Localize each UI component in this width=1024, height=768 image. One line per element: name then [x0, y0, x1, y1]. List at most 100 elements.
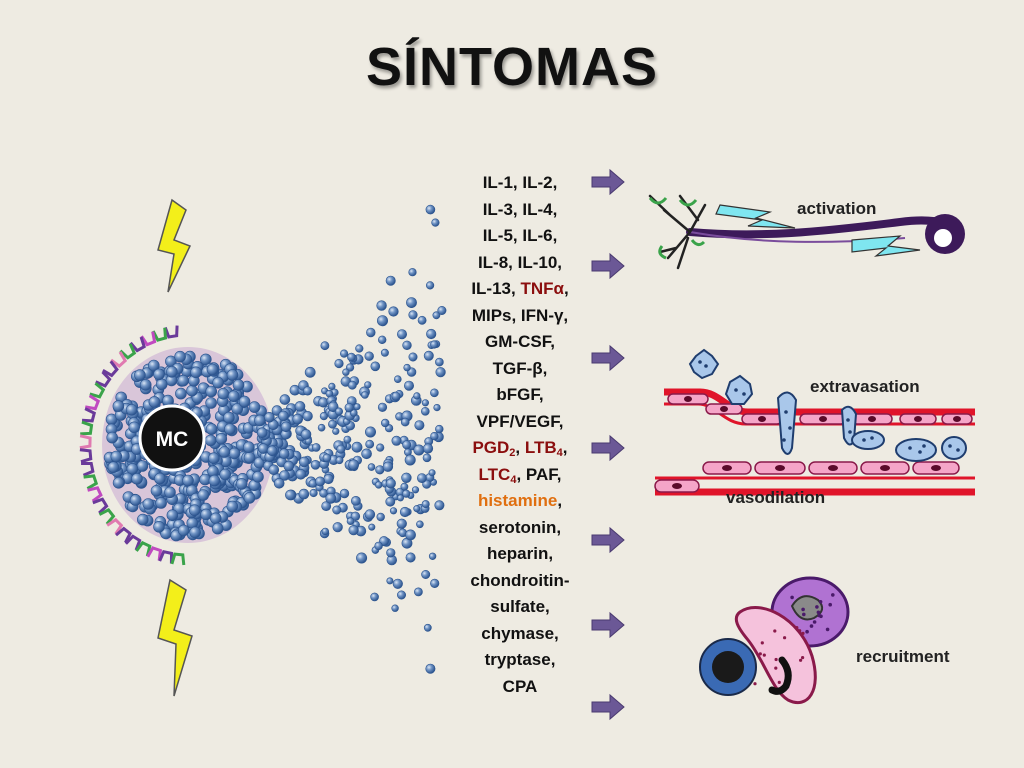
mast-cell: MC [102, 347, 274, 543]
receptor-fringe [79, 325, 186, 566]
effect-arrow-icon [591, 693, 625, 721]
mediator-text: chondroitin- [470, 570, 570, 590]
receptor-icon [129, 336, 146, 353]
receptor-icon [79, 434, 92, 450]
receptor-icon [83, 474, 99, 490]
mediator-text: , [563, 279, 569, 298]
mediator-line: MIPs, IFN-γ, [440, 303, 600, 330]
mediator-line: IL-1, IL-2, [440, 170, 600, 197]
receptor-icon [163, 325, 179, 339]
receptor-icon [146, 546, 163, 561]
mast-cell-label: MC [156, 428, 189, 451]
effect-arrow-icon [591, 434, 625, 462]
receptor-icon [81, 407, 97, 423]
mediator-text: , PAF, [516, 464, 562, 484]
mediator-text: histamine [477, 491, 558, 510]
receptor-icon [140, 331, 157, 347]
mediator-line: sulfate, [440, 594, 600, 621]
mediator-text: GM-CSF, [485, 332, 555, 351]
effect-arrow-icon [591, 344, 625, 372]
recruitment-label: recruitment [856, 647, 950, 666]
mediator-line: IL-5, IL-6, [440, 223, 600, 250]
mediator-text: 4 [556, 447, 563, 459]
mediator-text: , [562, 438, 568, 457]
mediator-text: IL-5, IL-6, [482, 226, 558, 245]
mediator-text: IL-1, IL-2, [482, 173, 558, 192]
neuron-illustration [648, 194, 965, 270]
receptor-icon [98, 508, 116, 525]
mediator-line: IL-13, TNFα, [440, 276, 600, 303]
receptor-icon [102, 360, 119, 378]
mediator-text: tryptase, [484, 650, 556, 669]
mediator-line: chondroitin- [440, 568, 600, 595]
receptor-icon [170, 552, 186, 566]
mediator-text: PGD [472, 438, 510, 457]
mediator-text: IL-8, IL-10, [477, 252, 563, 272]
receptor-icon [81, 461, 95, 477]
receptor-icon [124, 534, 142, 551]
receptor-icon [87, 486, 103, 503]
mediator-list: IL-1, IL-2, IL-3, IL-4, IL-5, IL-6, IL-8, I… [440, 170, 600, 700]
receptor-icon [115, 526, 132, 544]
mediator-text: heparin, [486, 544, 554, 563]
mediator-text: , [557, 491, 563, 510]
mediator-text: , [515, 438, 525, 457]
vasodilation-label: vasodilation [726, 488, 825, 507]
mediator-text: LTC [478, 464, 511, 484]
mediator-text: VPF/VEGF, [476, 411, 564, 431]
mediator-text: TGF-β, [492, 358, 548, 378]
mediator-line: CPA [440, 674, 600, 701]
mediator-line: IL-3, IL-4, [440, 197, 600, 224]
mediator-line: IL-8, IL-10, [440, 250, 600, 277]
mediator-text: TNFα [520, 279, 564, 298]
receptor-icon [84, 394, 101, 411]
receptor-icon [95, 370, 112, 388]
mediator-text: 4 [510, 473, 517, 486]
mediator-line: TGF-β, [440, 356, 600, 383]
receptor-icon [135, 540, 152, 557]
mediator-text: IL-3, IL-4, [482, 199, 558, 219]
mediator-line: serotonin, [440, 515, 600, 542]
granule-release-spray [256, 204, 447, 674]
effect-arrow-icon [591, 611, 625, 639]
mediator-text: serotonin, [478, 517, 562, 537]
receptor-icon [92, 497, 109, 515]
effect-arrow-icon [591, 526, 625, 554]
recruitment-illustration [699, 576, 850, 705]
receptor-icon [158, 549, 174, 564]
mediator-text: CPA [502, 676, 538, 696]
blood-vessel-illustration [654, 348, 975, 496]
extravasation-label: extravasation [810, 377, 920, 396]
lightning-zap-icon-2 [851, 235, 921, 257]
receptor-icon [119, 343, 137, 360]
mediator-text: IL-13, [471, 279, 521, 298]
mediator-text: LTB [524, 438, 557, 457]
mediator-line: LTC4, PAF, [440, 462, 600, 489]
mediator-text: MIPs, IFN-γ, [471, 305, 569, 325]
mediator-line: VPF/VEGF, [440, 409, 600, 436]
mediator-text: chymase, [481, 623, 559, 643]
mediator-line: chymase, [440, 621, 600, 648]
lightning-zap-icon-1 [715, 204, 796, 229]
lightning-bolt-icon-top [157, 198, 192, 293]
receptor-icon [151, 327, 168, 342]
receptor-icon [80, 420, 94, 436]
mediator-text: sulfate, [490, 597, 550, 616]
lightning-bolt-icon-bottom [157, 578, 193, 697]
mediator-text: bFGF, [496, 385, 544, 404]
mediator-text: 2 [509, 447, 516, 459]
mediator-line: PGD2, LTB4, [440, 435, 600, 462]
mediator-line: tryptase, [440, 647, 600, 674]
receptor-icon [79, 448, 93, 464]
mediator-line: GM-CSF, [440, 329, 600, 356]
receptor-icon [110, 351, 128, 369]
receptor-icon [106, 517, 124, 535]
mediator-line: heparin, [440, 541, 600, 568]
mediator-line: histamine, [440, 488, 600, 515]
effect-arrow-icon [591, 168, 625, 196]
activation-label: activation [797, 199, 876, 218]
effect-arrows [591, 168, 625, 721]
effect-arrow-icon [591, 252, 625, 280]
page-title: SÍNTOMAS [365, 37, 659, 97]
